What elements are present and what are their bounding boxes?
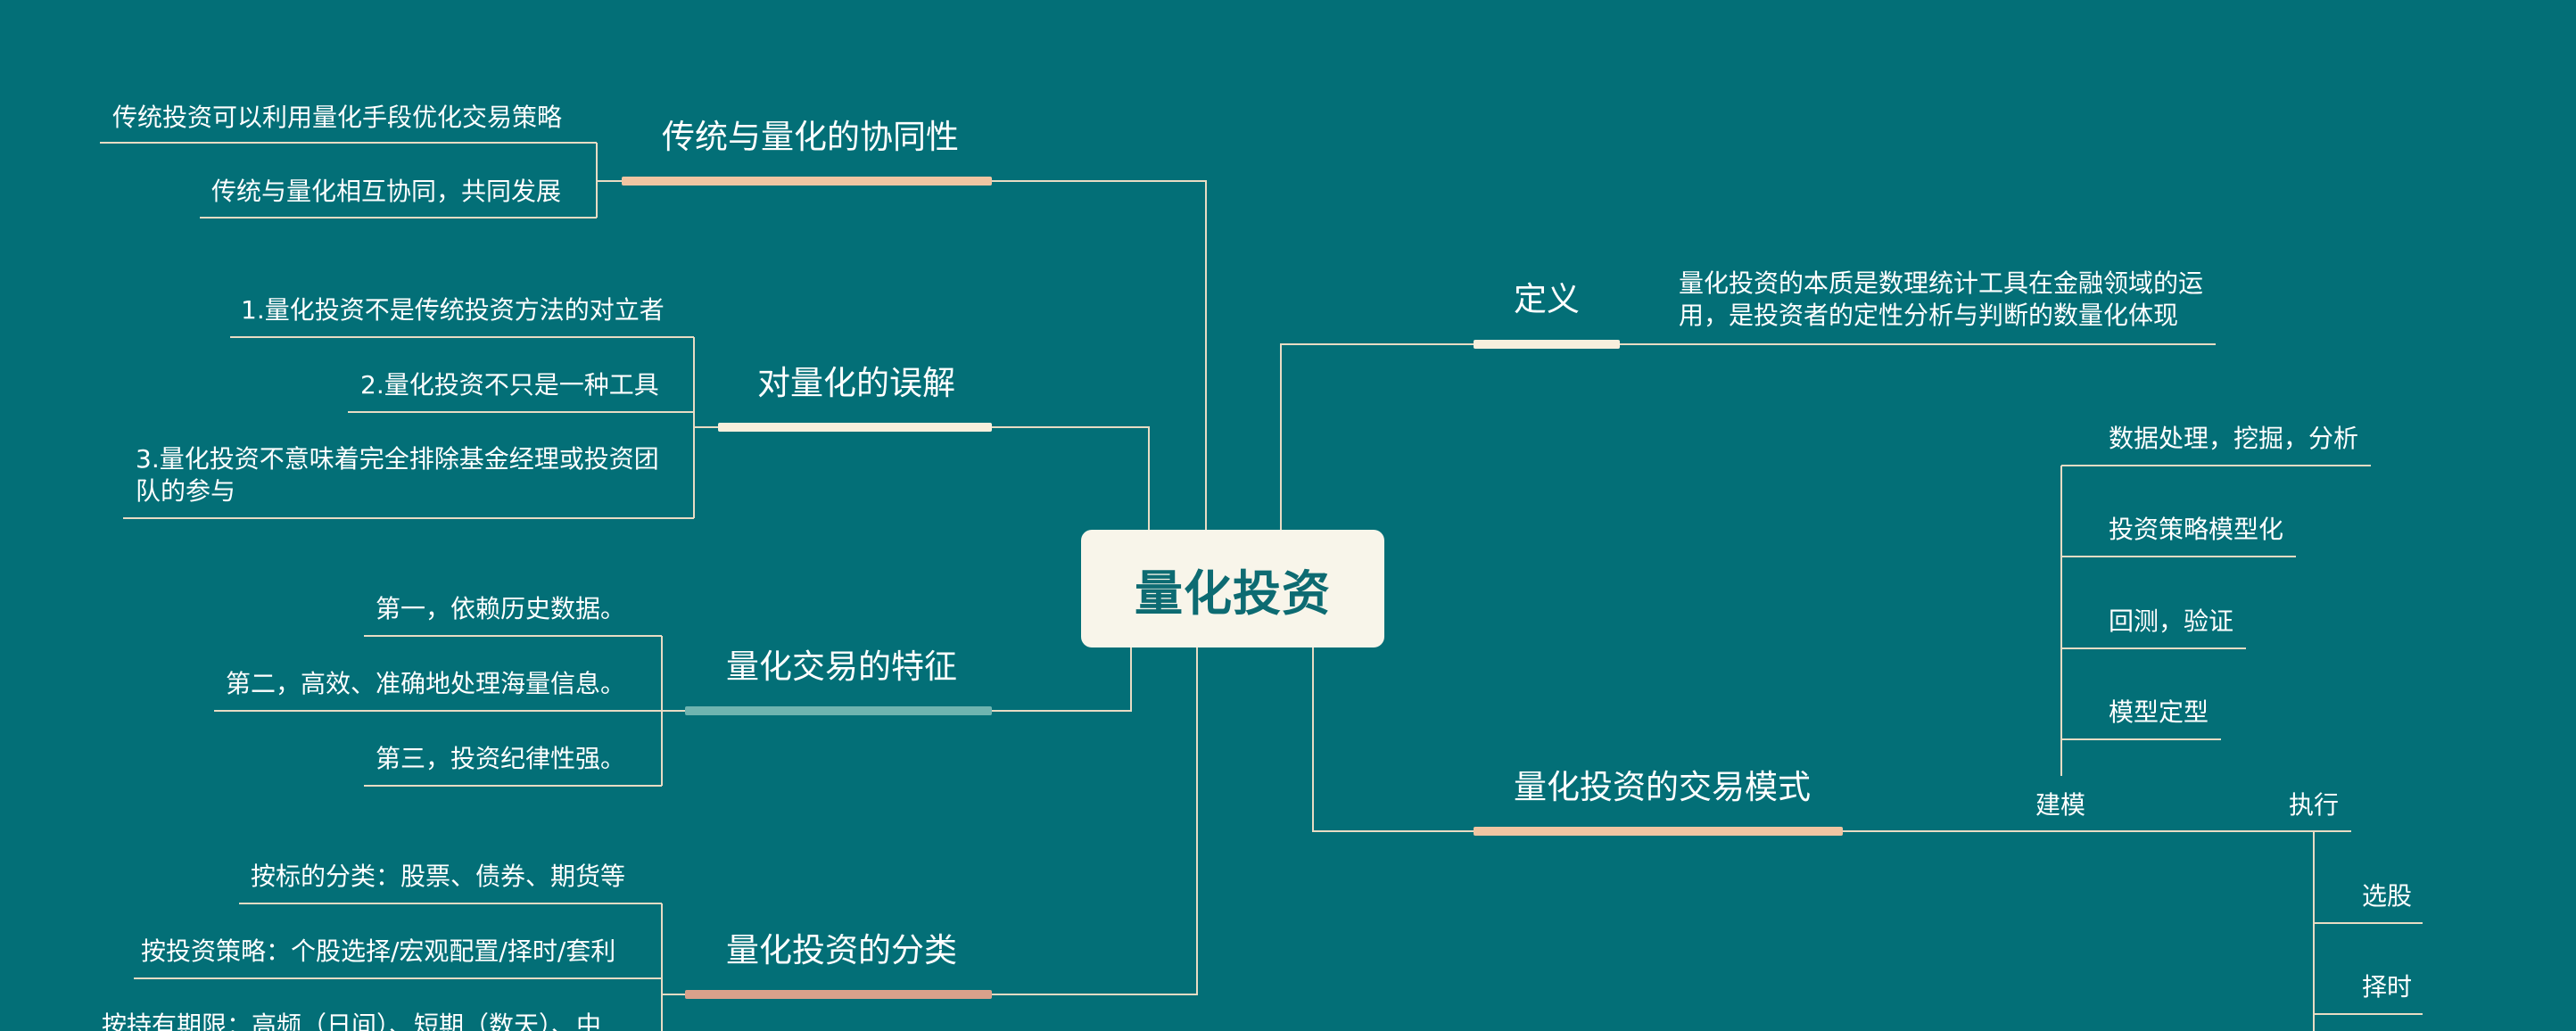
definition-text[interactable]: 量化投资的本质是数理统计工具在金融领域的运用，是投资者的定性分析与判断的数量化体… xyxy=(1679,268,2204,330)
classification-leaf-3[interactable]: 按持有期限：高频（日间）、短期（数天）、中 xyxy=(102,1010,602,1031)
branch-synergy-bar xyxy=(622,177,992,186)
branch-definition-title[interactable]: 定义 xyxy=(1514,280,1580,318)
synergy-leaf-1[interactable]: 传统投资可以利用量化手段优化交易策略 xyxy=(112,103,563,132)
classification-leaf-1[interactable]: 按标的分类：股票、债券、期货等 xyxy=(251,862,626,891)
branch-mode-bar xyxy=(1474,827,1843,836)
connector-synergy-leaves xyxy=(596,143,622,218)
branch-mode-title[interactable]: 量化投资的交易模式 xyxy=(1514,768,1811,806)
root-node[interactable]: 量化投资 xyxy=(1081,530,1384,647)
modeling-leaf-2[interactable]: 投资策略模型化 xyxy=(2109,515,2284,544)
connector-classification-leaves xyxy=(661,903,685,1031)
mode-execution-label[interactable]: 执行 xyxy=(2289,790,2340,820)
misunderstanding-leaf-3[interactable]: 3.量化投资不意味着完全排除基金经理或投资团队的参与 xyxy=(136,444,659,506)
modeling-leaf-3[interactable]: 回测，验证 xyxy=(2109,606,2234,636)
root-title: 量化投资 xyxy=(1135,565,1331,622)
modeling-leaf-1[interactable]: 数据处理，挖掘，分析 xyxy=(2109,424,2359,453)
synergy-leaf-2[interactable]: 传统与量化相互协同，共同发展 xyxy=(211,177,562,206)
branch-synergy-title[interactable]: 传统与量化的协同性 xyxy=(662,118,959,156)
misunderstanding-leaf-1[interactable]: 1.量化投资不是传统投资方法的对立者 xyxy=(241,295,665,325)
execution-leaf-1[interactable]: 选股 xyxy=(2362,881,2413,911)
connector-root-classification xyxy=(992,647,1198,995)
modeling-leaf-4[interactable]: 模型定型 xyxy=(2109,697,2209,727)
connector-root-mode xyxy=(1312,647,1474,832)
features-leaf-3[interactable]: 第三，投资纪律性强。 xyxy=(376,744,626,773)
branch-misunderstanding-title[interactable]: 对量化的误解 xyxy=(757,364,955,402)
connector-root-synergy xyxy=(992,180,1207,530)
features-leaf-2[interactable]: 第二，高效、准确地处理海量信息。 xyxy=(226,669,626,698)
connector-misunderstanding-leaves xyxy=(693,337,718,518)
branch-classification-title[interactable]: 量化投资的分类 xyxy=(726,931,957,969)
classification-leaf-2[interactable]: 按投资策略：个股选择/宏观配置/择时/套利 xyxy=(141,936,616,966)
connector-root-features xyxy=(992,647,1132,712)
branch-features-bar xyxy=(685,706,992,715)
branch-features-title[interactable]: 量化交易的特征 xyxy=(726,647,957,686)
misunderstanding-leaf-2[interactable]: 2.量化投资不只是一种工具 xyxy=(360,370,659,400)
branch-classification-bar xyxy=(685,990,992,999)
mode-modeling-label[interactable]: 建模 xyxy=(2035,790,2086,820)
branch-definition-bar xyxy=(1474,340,1620,349)
connector-root-definition xyxy=(1280,343,1474,530)
features-leaf-1[interactable]: 第一，依赖历史数据。 xyxy=(376,594,626,623)
branch-misunderstanding-bar xyxy=(718,423,992,432)
execution-leaf-2[interactable]: 择时 xyxy=(2362,972,2413,1002)
connector-root-misunderstanding xyxy=(992,426,1150,530)
